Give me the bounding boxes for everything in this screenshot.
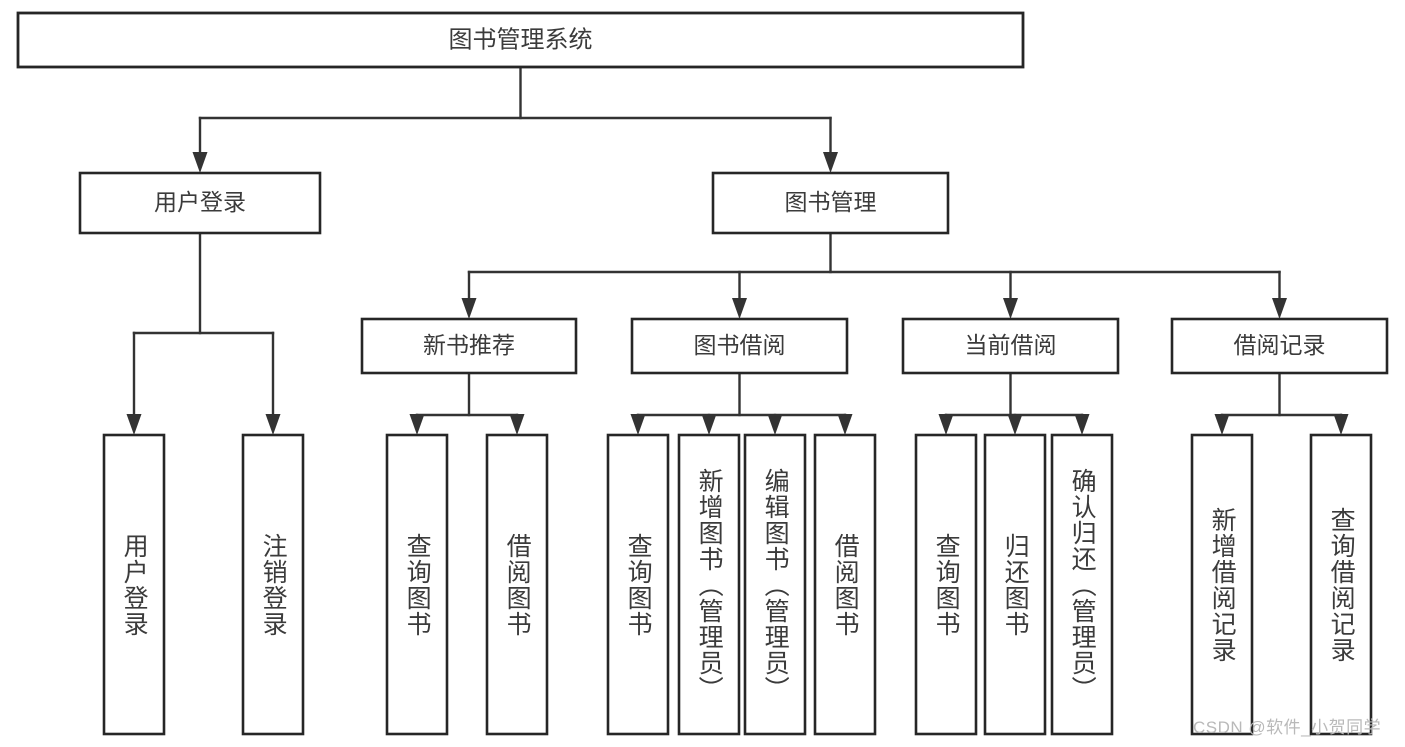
arrow-head-icon	[1003, 298, 1018, 319]
leaf-node-0-box[interactable]	[102, 433, 166, 736]
leaf-node-5-box[interactable]	[677, 433, 741, 736]
arrow-head-icon	[938, 414, 954, 435]
leaf-node-3-box[interactable]	[485, 433, 549, 736]
level3-node-1-box[interactable]	[630, 317, 849, 375]
leaf-node-4-box[interactable]	[606, 433, 670, 736]
arrow-head-icon	[837, 414, 853, 435]
arrow-head-icon	[1007, 414, 1023, 435]
arrow-head-icon	[1214, 414, 1230, 435]
level2-node-0-label: 用户登录	[154, 189, 246, 215]
arrow-head-icon	[509, 414, 525, 435]
arrow-head-icon	[265, 414, 281, 435]
arrow-head-icon	[701, 414, 717, 435]
leaf-node-1-box[interactable]	[241, 433, 305, 736]
leaf-node-10-box[interactable]	[1050, 433, 1114, 736]
leaf-node-2-box[interactable]	[385, 433, 449, 736]
level3-node-3-label: 借阅记录	[1234, 332, 1326, 358]
arrow-head-icon	[732, 298, 747, 319]
level3-node-0-box[interactable]	[360, 317, 578, 375]
watermark: CSDN @软件_小贺同学	[1193, 718, 1382, 737]
level2-node-1-box[interactable]	[711, 171, 950, 235]
level2-node-1-label: 图书管理	[785, 189, 877, 215]
level3-node-2-label: 当前借阅	[965, 332, 1057, 358]
level3-node-1-label: 图书借阅	[694, 332, 786, 358]
leaf-node-9-box[interactable]	[983, 433, 1047, 736]
leaf-node-8-box[interactable]	[914, 433, 978, 736]
leaf-node-12-box[interactable]	[1309, 433, 1373, 736]
level3-node-3-box[interactable]	[1170, 317, 1389, 375]
leaf-node-11-box[interactable]	[1190, 433, 1254, 736]
arrow-head-icon	[409, 414, 425, 435]
level3-node-2-box[interactable]	[901, 317, 1120, 375]
leaf-node-6-box[interactable]	[743, 433, 807, 736]
arrow-head-icon	[823, 152, 838, 173]
arrow-head-icon	[767, 414, 783, 435]
leaf-node-7-box[interactable]	[813, 433, 877, 736]
level2-node-0-box[interactable]	[78, 171, 322, 235]
root-node-label: 图书管理系统	[449, 26, 593, 53]
arrow-head-icon	[461, 298, 477, 319]
arrow-head-icon	[1074, 414, 1090, 435]
arrow-head-icon	[1333, 414, 1349, 435]
level3-node-0-label: 新书推荐	[423, 332, 515, 358]
arrow-head-icon	[630, 414, 646, 435]
root-node-box[interactable]	[16, 11, 1025, 69]
arrow-head-icon	[1272, 298, 1287, 319]
edges-layer	[126, 65, 1349, 435]
arrow-head-icon	[126, 414, 142, 435]
arrow-head-icon	[192, 152, 208, 173]
